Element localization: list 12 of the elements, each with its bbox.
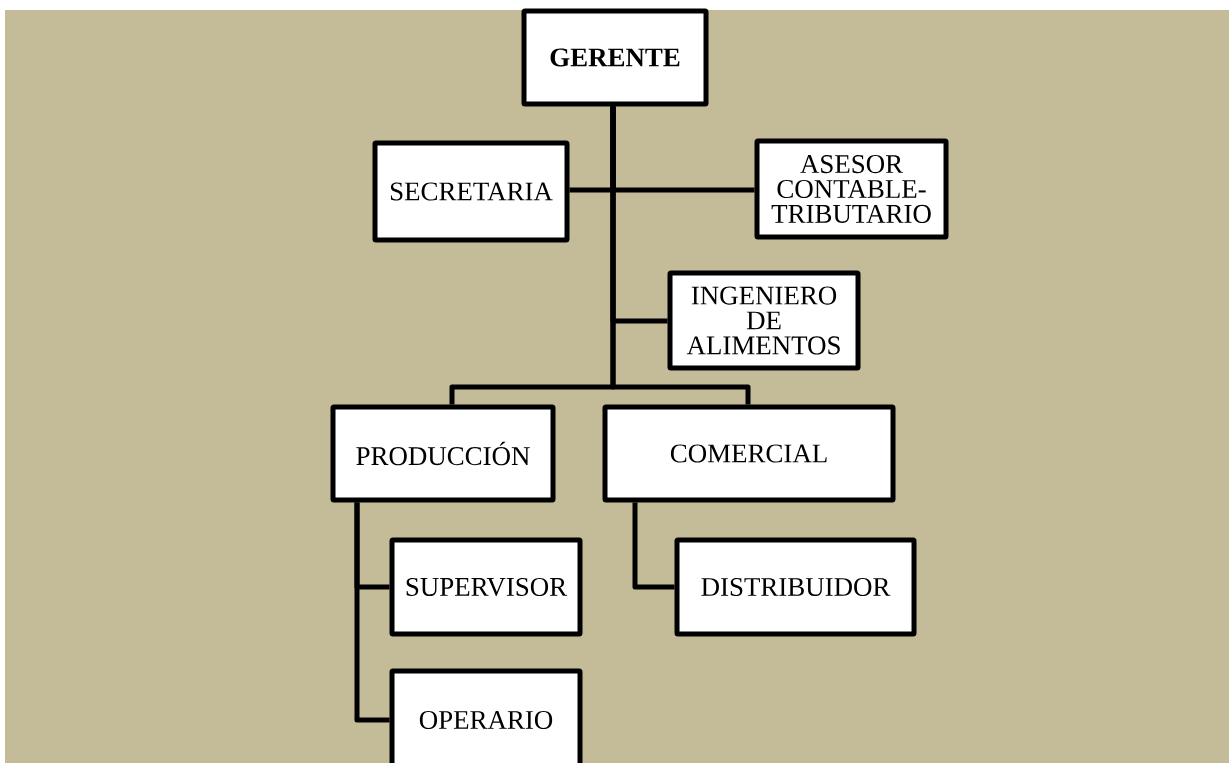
org-box: SECRETARIA — [372, 140, 570, 243]
org-box: SUPERVISOR — [389, 537, 583, 637]
org-box: ASESOR CONTABLE-TRIBUTARIO — [754, 138, 949, 240]
org-box: DISTRIBUIDOR — [674, 537, 917, 637]
org-box: PRODUCCIÓN — [330, 404, 556, 503]
connector-line — [610, 106, 751, 405]
org-box: INGENIERO DE ALIMENTOS — [667, 270, 861, 371]
connector-line — [632, 502, 675, 590]
org-box: OPERARIO — [389, 668, 583, 763]
connector-line — [354, 502, 390, 723]
org-box: COMERCIAL — [602, 404, 896, 503]
org-box: GERENTE — [521, 8, 709, 107]
